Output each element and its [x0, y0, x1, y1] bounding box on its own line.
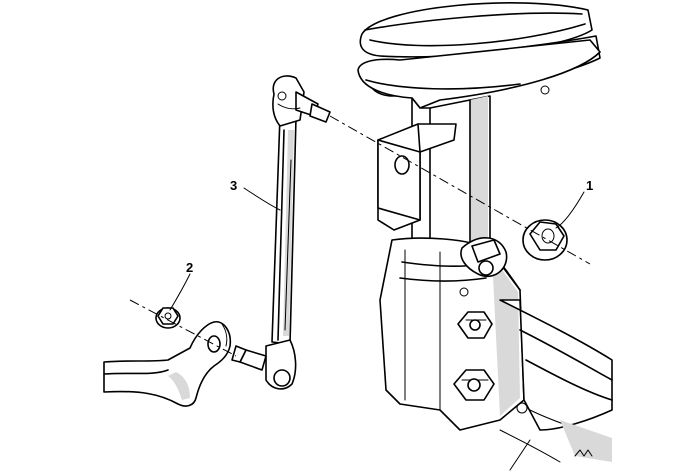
- lower-control-arm: [499, 299, 613, 471]
- strut-body: [411, 95, 491, 263]
- stabilizer-bar: [103, 321, 232, 407]
- knuckle-bolt-lower: [453, 369, 495, 401]
- upper-link-nut: [522, 219, 568, 261]
- link-bracket: [377, 123, 457, 231]
- callout-2-leader: [169, 273, 191, 311]
- lower-alignment-centerline: [129, 299, 237, 357]
- steering-knuckle: [379, 237, 528, 431]
- lower-link-nut: [155, 307, 181, 329]
- knuckle-bolt-upper: [457, 311, 493, 339]
- callout-3-leader: [243, 187, 281, 211]
- callout-1-leader: [555, 191, 585, 229]
- upper-alignment-centerline: [329, 115, 591, 265]
- callout-2-label: 2: [186, 260, 193, 275]
- strut-spring-seat: [357, 39, 601, 109]
- callout-1-label: 1: [586, 178, 593, 193]
- link-upper-ball-joint: [272, 75, 331, 127]
- callout-3-label: 3: [230, 178, 237, 193]
- stabilizer-link: [271, 115, 297, 345]
- link-lower-ball-joint: [231, 339, 297, 390]
